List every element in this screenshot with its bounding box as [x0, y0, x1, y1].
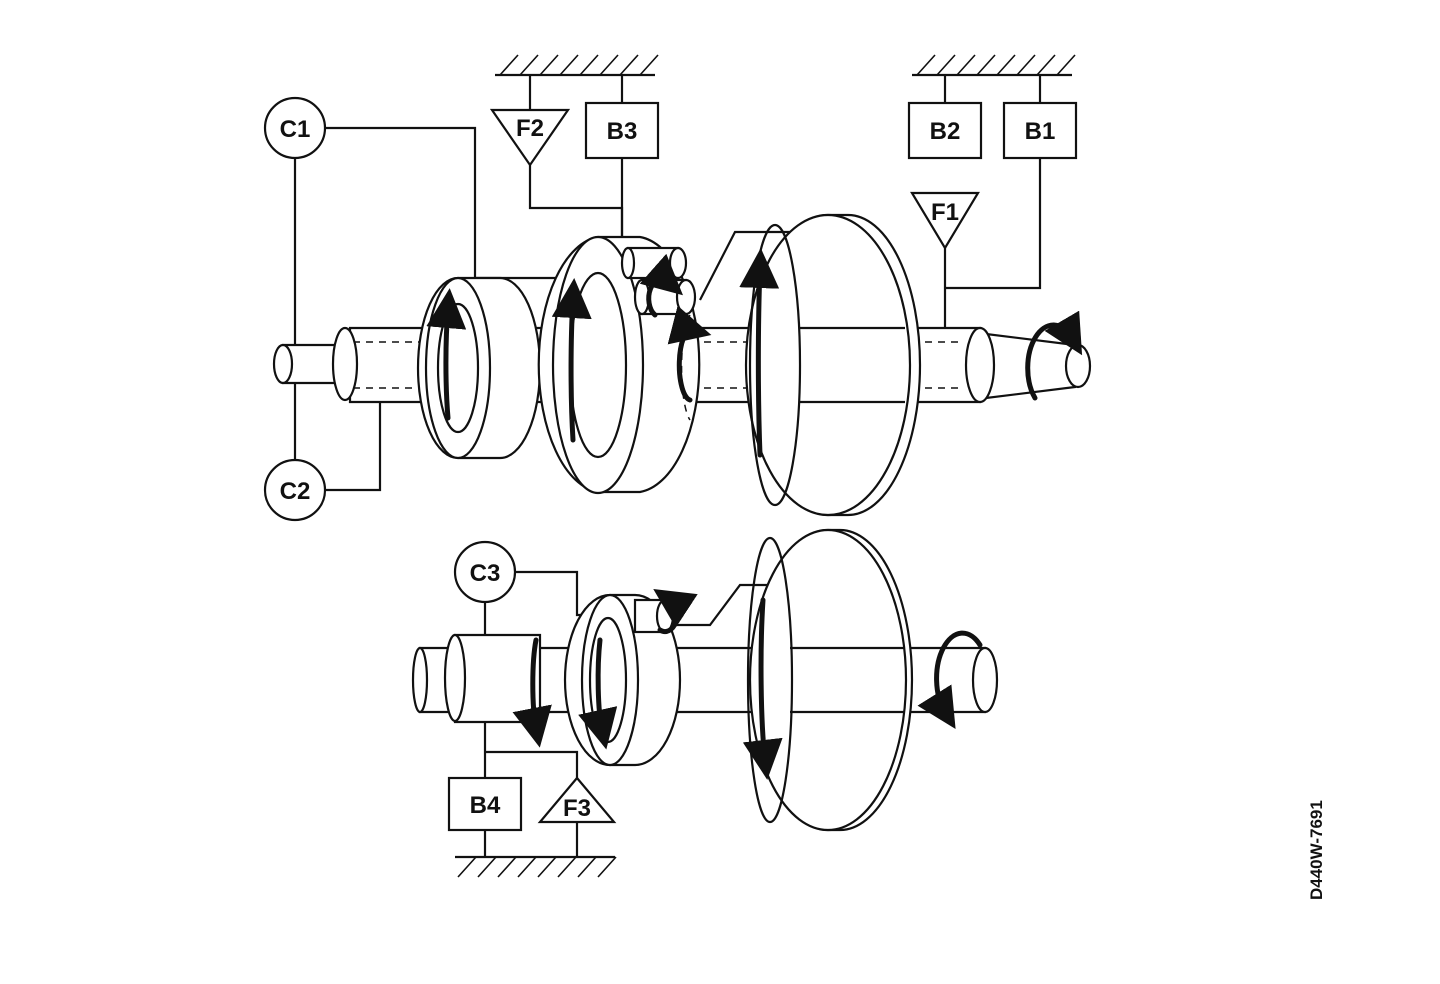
svg-text:C2: C2 — [280, 478, 311, 505]
f2-triangle: F2 — [489, 108, 571, 167]
b3-box: B3 — [584, 101, 660, 160]
c2-circle: C2 — [263, 458, 327, 522]
lower-drum-3 — [746, 528, 914, 832]
lower-assembly: C3 B4 F3 — [411, 528, 999, 878]
svg-text:B2: B2 — [930, 118, 961, 145]
svg-text:F1: F1 — [931, 199, 959, 226]
lower-drum-1 — [443, 633, 542, 724]
c1-circle: C1 — [263, 96, 327, 160]
upper-assembly: C1 C2 F2 B3 B2 B1 F1 — [263, 54, 1092, 522]
f3-triangle: F3 — [537, 776, 617, 824]
lower-drum-2 — [563, 593, 682, 767]
drawing-code: D440W-7691 — [1307, 800, 1326, 900]
b4-box: B4 — [447, 776, 523, 832]
svg-text:F3: F3 — [563, 795, 591, 822]
f1-triangle: F1 — [910, 191, 980, 251]
b2-box: B2 — [907, 101, 983, 160]
ground-hatch-top-left — [495, 54, 659, 110]
ground-hatch-bottom — [455, 855, 617, 878]
svg-text:B3: B3 — [607, 118, 638, 145]
svg-text:C1: C1 — [280, 116, 311, 143]
svg-text:C3: C3 — [470, 560, 501, 587]
upper-drum-3 — [744, 213, 922, 517]
svg-text:B1: B1 — [1025, 118, 1056, 145]
c3-circle: C3 — [453, 540, 517, 604]
upper-drum-1 — [416, 276, 542, 460]
ground-hatch-top-right — [912, 54, 1076, 103]
b1-box: B1 — [1002, 101, 1078, 160]
svg-text:F2: F2 — [516, 115, 544, 142]
upper-rotation-arrows — [426, 248, 1083, 458]
svg-text:B4: B4 — [470, 792, 501, 819]
lower-rotation-arrows — [512, 589, 983, 780]
